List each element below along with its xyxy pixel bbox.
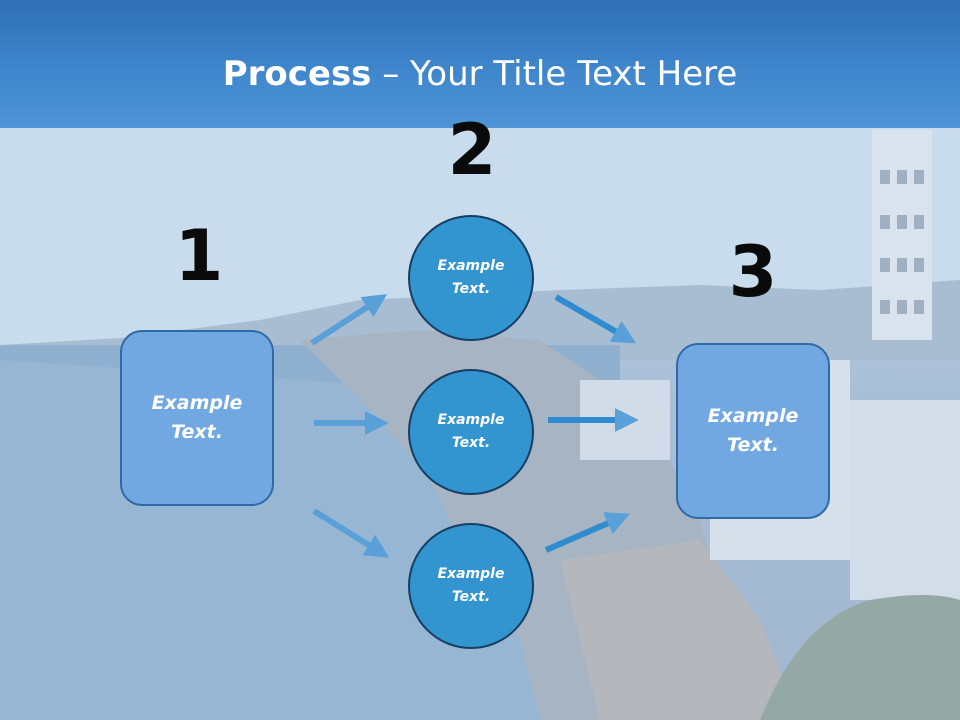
arrow-box1-to-circle-bottom [312, 508, 390, 558]
arrow-box1-to-circle-top [310, 294, 388, 346]
step-number-1: 1 [174, 215, 224, 297]
process-box-step-3[interactable]: Example Text. [676, 343, 830, 519]
process-circle-bottom[interactable]: Example Text. [408, 523, 534, 649]
arrow-circle-top-to-box3 [554, 294, 637, 344]
process-circle-middle-label: Example Text. [437, 412, 505, 451]
title-bold: Process [222, 54, 372, 94]
arrow-circle-bottom-to-box3 [544, 512, 630, 553]
title-rest: – Your Title Text Here [371, 54, 738, 94]
step-number-2: 2 [447, 109, 497, 191]
process-circle-bottom-label: Example Text. [437, 566, 505, 605]
process-box-step-1-label: Example Text. [151, 392, 243, 443]
process-box-step-1[interactable]: Example Text. [120, 330, 274, 506]
slide-title: Process – Your Title Text Here [0, 52, 960, 96]
step-number-3: 3 [728, 231, 778, 313]
process-circle-top[interactable]: Example Text. [408, 215, 534, 341]
process-box-step-3-label: Example Text. [707, 405, 799, 456]
title-bar [0, 0, 960, 128]
process-circle-middle[interactable]: Example Text. [408, 369, 534, 495]
process-circle-top-label: Example Text. [437, 258, 505, 297]
